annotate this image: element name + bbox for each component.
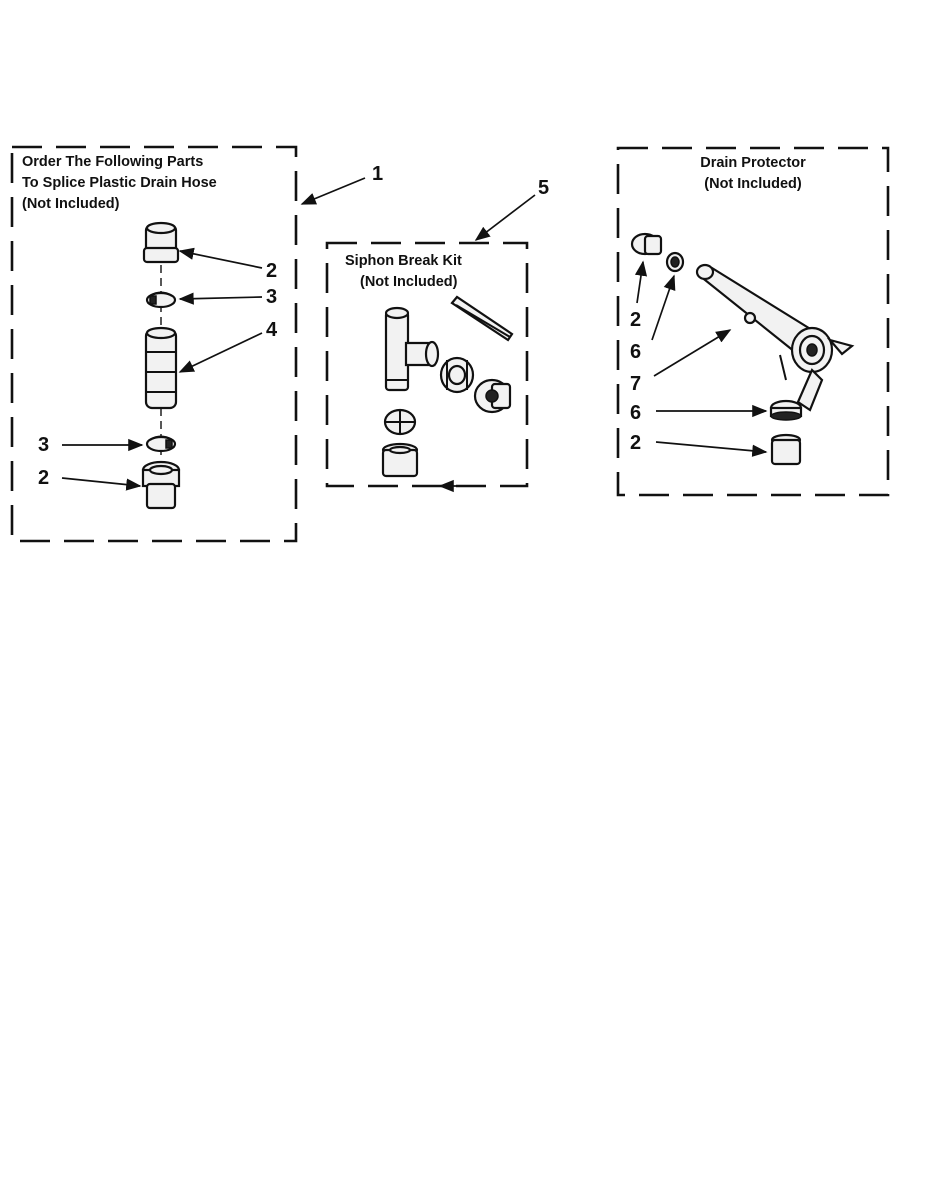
drain-gasket-part-bottom [769, 399, 803, 421]
siphon-title-line1: Siphon Break Kit [345, 253, 462, 269]
callout-5: 5 [538, 177, 549, 199]
siphon-title-line2: (Not Included) [360, 274, 458, 290]
siphon-end-fitting-part [473, 378, 512, 414]
splice-panel-border [10, 145, 298, 543]
callout-2-top: 2 [266, 260, 277, 282]
drain-cap-part-bottom [770, 433, 802, 466]
siphon-panel-border [325, 241, 529, 488]
drain-leader-7 [653, 329, 732, 377]
drain-protector-panel-border [616, 146, 890, 497]
leader-line-3-top [178, 292, 263, 305]
drain-callout-6-bottom: 6 [630, 402, 641, 424]
drain-callout-7: 7 [630, 373, 641, 395]
clamp-part-top [145, 291, 177, 309]
leader-line-5 [474, 194, 536, 241]
adapter-part-top [142, 221, 180, 264]
splice-title-line2: To Splice Plastic Drain Hose [22, 175, 217, 191]
leader-line-2-bottom [61, 477, 142, 491]
drain-leader-2-top [634, 260, 648, 304]
callout-1: 1 [372, 163, 383, 185]
callout-3-bottom: 3 [38, 434, 49, 456]
connector-tube-part [144, 326, 178, 410]
drain-leader-6-top [651, 274, 676, 341]
siphon-nut-part [439, 356, 475, 394]
siphon-tee-part [384, 306, 440, 392]
splice-panel: Order The Following Parts To Splice Plas… [10, 145, 383, 543]
splice-title-line3: (Not Included) [22, 196, 120, 212]
drain-title-line1: Drain Protector [700, 155, 806, 171]
siphon-strap-part [450, 295, 514, 342]
siphon-panel: Siphon Break Kit (Not Included) 5 [325, 177, 549, 493]
drain-callout-2-top: 2 [630, 309, 641, 331]
drain-callout-2-bottom: 2 [630, 432, 641, 454]
leader-line-2-top [178, 247, 263, 269]
leader-line-1 [300, 177, 366, 205]
drain-cap-part-top [630, 232, 663, 256]
adapter-part-bottom [141, 460, 181, 510]
callout-3-top: 3 [266, 286, 277, 308]
drain-leader-2-bottom [655, 441, 768, 457]
drain-protector-body-part [695, 263, 855, 412]
drain-callout-6-top: 6 [630, 341, 641, 363]
clamp-part-bottom [145, 435, 177, 453]
callout-4: 4 [266, 319, 278, 341]
drain-washer-part-top [665, 251, 685, 273]
drain-protector-panel: Drain Protector (Not Included) [616, 146, 890, 497]
siphon-cap-part [381, 442, 419, 478]
drain-title-line2: (Not Included) [704, 176, 802, 192]
callout-2-bottom: 2 [38, 467, 49, 489]
leader-line-4 [178, 332, 263, 373]
splice-title-line1: Order The Following Parts [22, 154, 203, 170]
siphon-grommet-part [383, 408, 417, 436]
